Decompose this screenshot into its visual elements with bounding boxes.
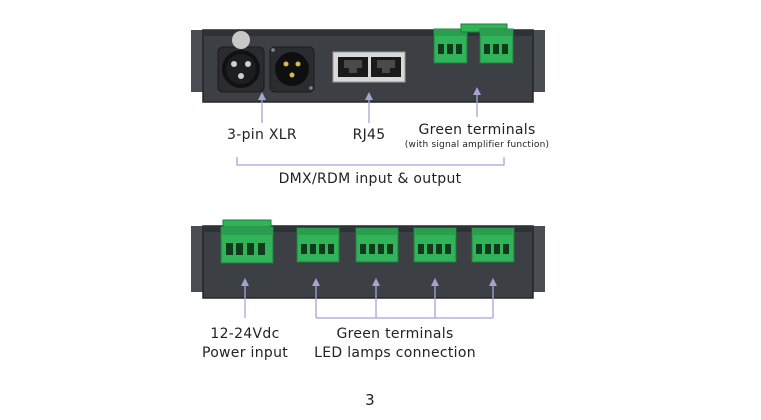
bottom-callout-arrows (241, 278, 497, 286)
release-latch-icon (232, 31, 250, 49)
led-terminal-3 (413, 227, 457, 263)
top-callout-arrows (258, 87, 481, 100)
led-terminal-4 (471, 227, 515, 263)
top-device-panel (191, 23, 545, 103)
rj45-label: RJ45 (352, 127, 386, 143)
xlr-female-connector (217, 31, 265, 93)
bottom-callout-lines (244, 283, 494, 319)
xlr-male-connector (269, 46, 315, 93)
left-flange (191, 226, 205, 292)
rj45-ports (332, 51, 406, 83)
left-flange (191, 30, 205, 92)
led-terminal-1 (296, 227, 340, 263)
dmx-group-label: DMX/RDM input & output (278, 171, 462, 187)
led-terminal-2 (355, 227, 399, 263)
power-label-line1: 12-24Vdc (210, 326, 280, 342)
top-green-terminal-2 (460, 23, 514, 64)
top-green-terminal-1 (433, 28, 468, 64)
right-flange (531, 30, 545, 92)
led-terminals-label-line1: Green terminals (336, 326, 454, 342)
led-terminals-label-line2: LED lamps connection (314, 345, 476, 361)
power-label-line2: Power input (201, 345, 289, 361)
power-terminal (220, 219, 274, 264)
right-flange (531, 226, 545, 292)
bottom-device-panel (191, 219, 545, 299)
page-number: 3 (365, 391, 375, 409)
top-callout-lines (236, 92, 505, 166)
xlr-label: 3-pin XLR (227, 127, 297, 143)
green-terminals-label: Green terminals (418, 122, 536, 138)
green-terminals-note: (with signal amplifier function) (404, 140, 550, 150)
